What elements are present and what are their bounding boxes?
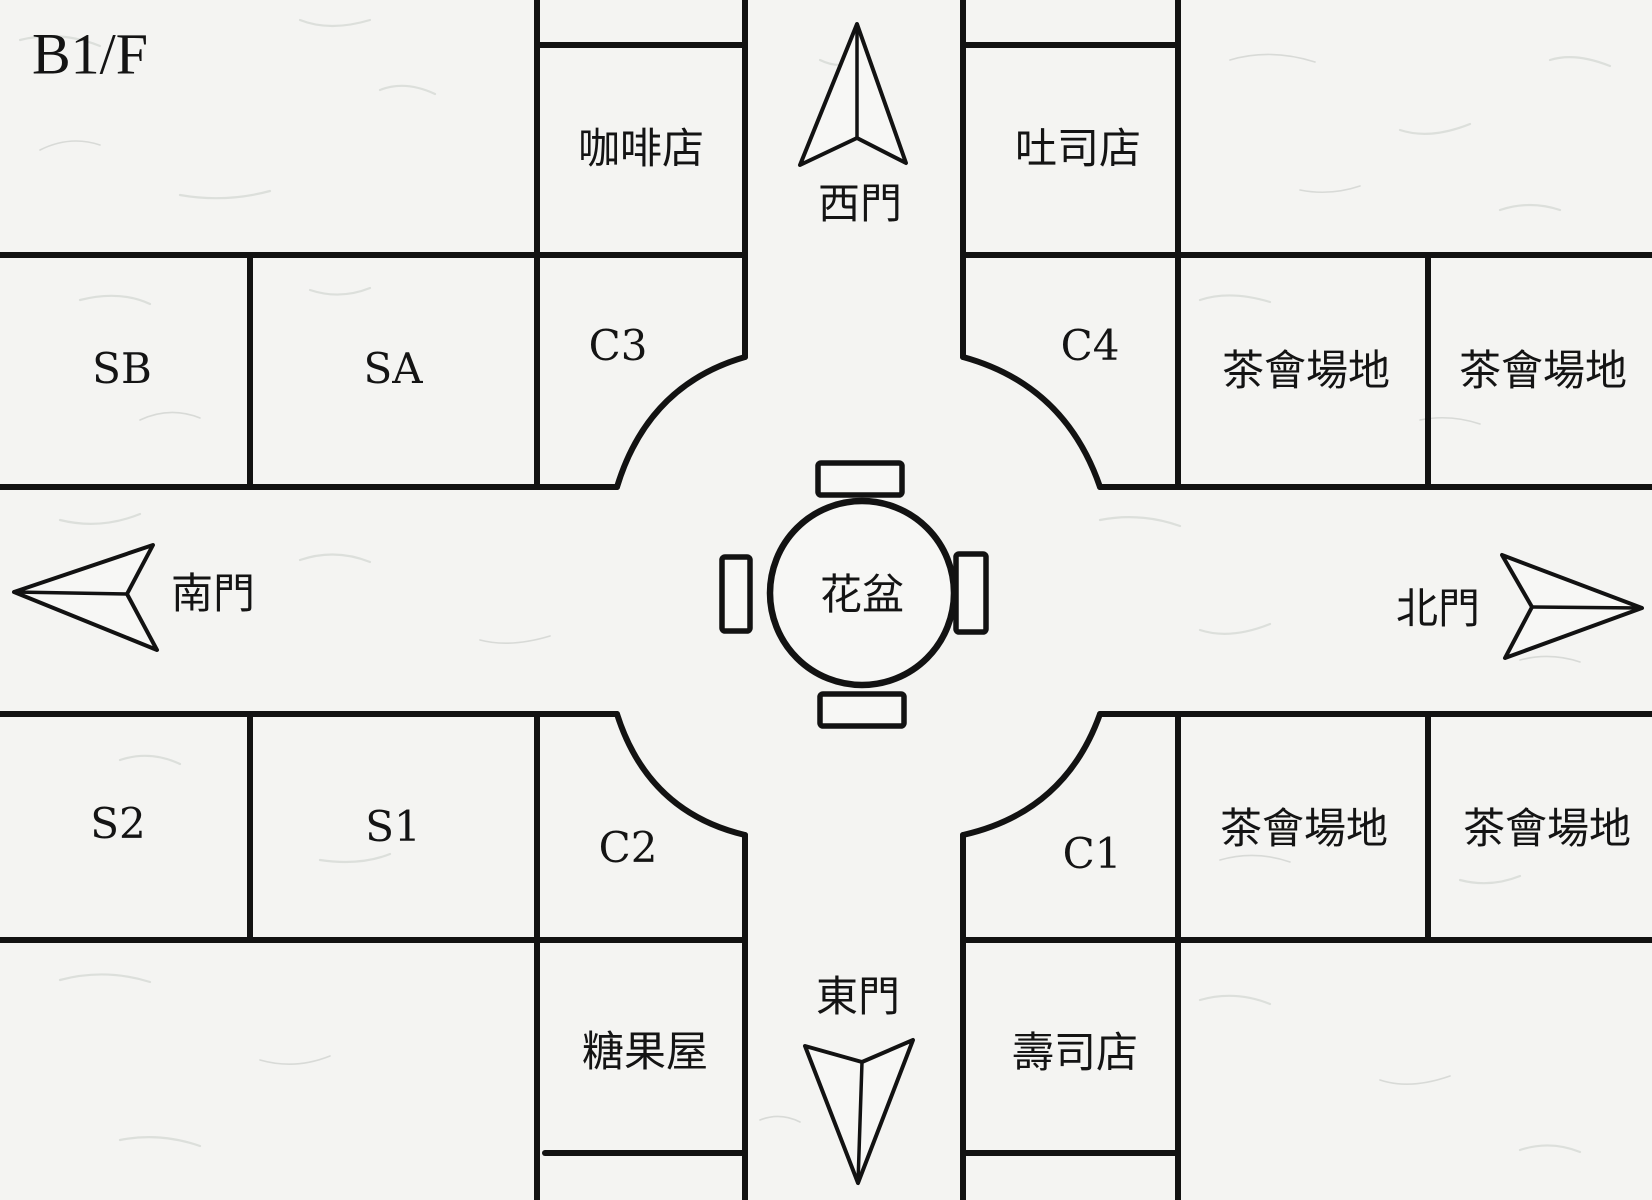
unit-candy-shop[interactable]: 糖果屋 [582,1027,708,1076]
north-arrow-icon [1500,553,1644,660]
unit-c3[interactable]: C3 [589,321,648,370]
bench-left [719,554,753,634]
unit-c1[interactable]: C1 [1063,829,1122,878]
east-arrow-icon [803,1038,915,1185]
unit-toast-shop[interactable]: 吐司店 [1015,124,1141,173]
bench-top [815,460,905,498]
unit-sa[interactable]: SA [363,344,423,393]
unit-sb[interactable]: SB [92,344,152,393]
plaza-arc-lower-right [960,711,1103,838]
plaza-arc-lower-left [614,711,748,838]
south-arrow-icon [12,543,159,652]
unit-s1[interactable]: S1 [365,802,421,851]
arrows [12,22,1644,1185]
bench-right [953,551,989,635]
plaza-walls [614,354,1103,838]
unit-tea-venue-lower-left[interactable]: 茶會場地 [1220,804,1388,853]
unit-tea-venue-upper-right[interactable]: 茶會場地 [1459,346,1627,395]
unit-tea-venue-upper-left[interactable]: 茶會場地 [1222,346,1390,395]
unit-c2[interactable]: C2 [599,823,658,872]
plaza-arc-upper-left [614,354,748,490]
unit-c4[interactable]: C4 [1061,321,1120,370]
unit-cafe[interactable]: 咖啡店 [578,124,704,173]
west-arrow-icon [798,22,908,167]
floor-label: B1/F [32,21,148,86]
door-label-north: 北門 [1396,584,1480,633]
unit-tea-venue-lower-right[interactable]: 茶會場地 [1463,804,1631,853]
door-label-south: 南門 [171,569,255,618]
plaza-arc-upper-right [960,354,1103,490]
planter-label: 花盆 [820,570,904,619]
flower-pot [766,497,958,689]
unit-s2[interactable]: S2 [90,799,146,848]
bench-bottom [817,691,907,729]
unit-sushi-shop[interactable]: 壽司店 [1012,1028,1138,1077]
labels: B1/F 西門 東門 南門 北門 花盆 咖啡店 吐司店 糖果屋 壽司店 C3 C… [32,21,1631,1077]
door-label-east: 東門 [816,972,900,1021]
paper-texture [18,18,1612,1154]
central-plaza [719,460,989,729]
door-label-west: 西門 [818,179,902,228]
